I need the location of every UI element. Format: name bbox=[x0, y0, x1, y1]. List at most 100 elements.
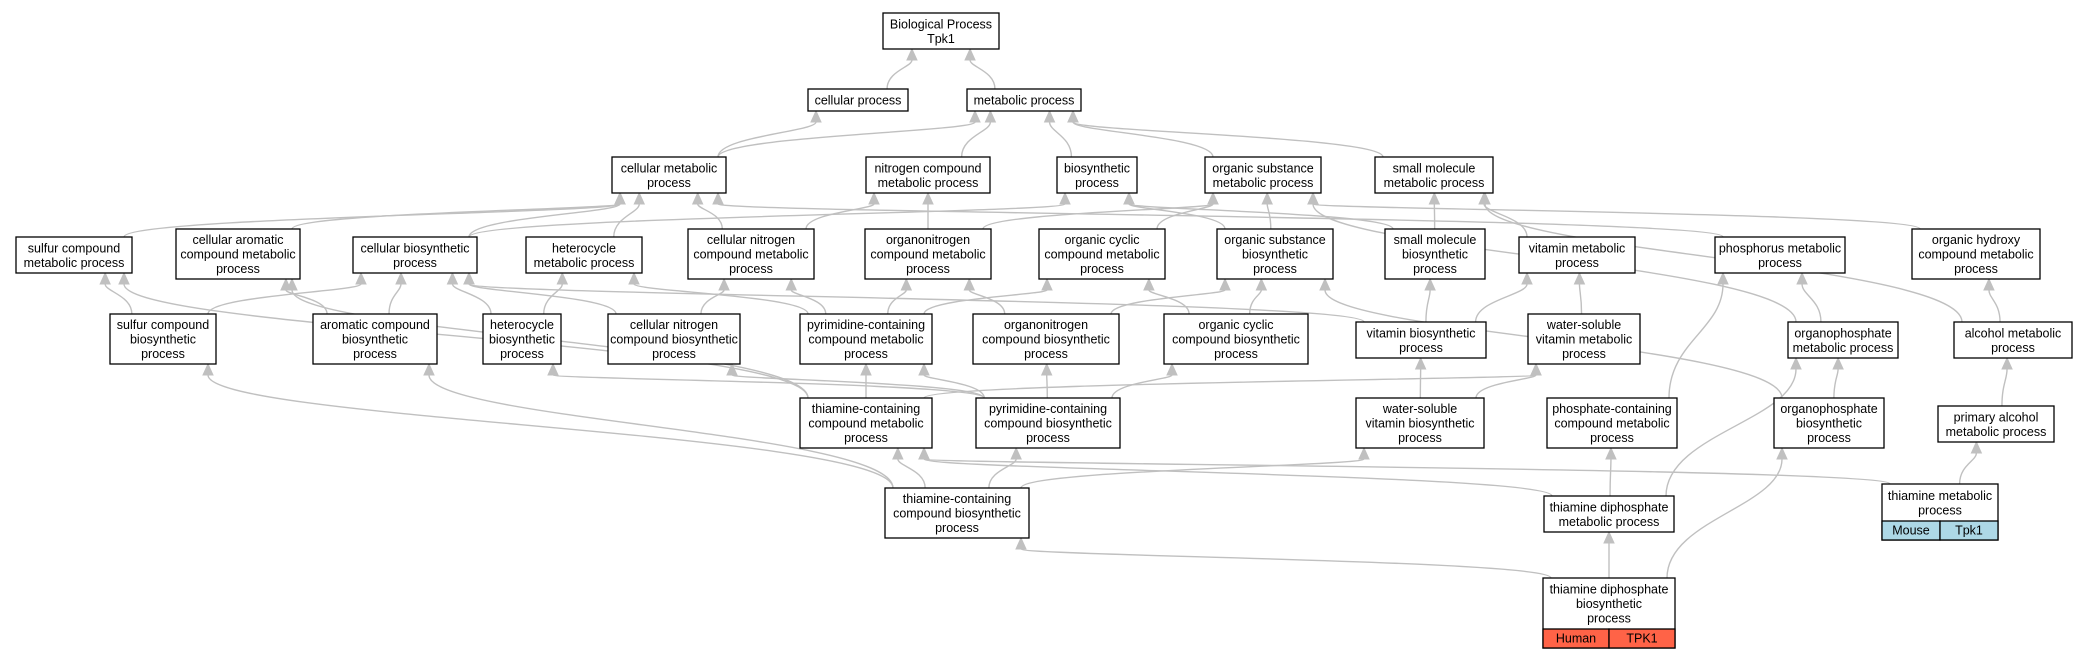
arrowhead bbox=[1261, 191, 1273, 205]
arrowhead bbox=[712, 191, 724, 205]
arrowhead bbox=[423, 362, 435, 376]
edge-aromatic-compound-biosynthetic-to-cellular-aromatic bbox=[280, 277, 328, 315]
node-label: pyrimidine-containing bbox=[989, 402, 1107, 416]
edge-line bbox=[1128, 203, 1394, 230]
edge-line bbox=[1801, 283, 1822, 323]
edge-line bbox=[1111, 374, 1173, 399]
node-cellular-process[interactable]: cellular process bbox=[807, 88, 909, 112]
arrowhead bbox=[1717, 271, 1729, 285]
arrowhead bbox=[963, 277, 976, 291]
edge-pyrimidine-biosynthetic-to-organic-cyclic-biosynthetic bbox=[1111, 362, 1178, 399]
node-label: water-soluble bbox=[1382, 402, 1457, 416]
node-label: organic hydroxy bbox=[1932, 233, 2021, 247]
node-label: organic substance bbox=[1224, 233, 1326, 247]
node-label: process bbox=[1398, 431, 1442, 445]
edge-line bbox=[468, 203, 621, 238]
node-label: process bbox=[647, 176, 691, 190]
node-label: cellular metabolic bbox=[621, 161, 718, 175]
node-label: organophosphate bbox=[1794, 326, 1891, 340]
arrowhead bbox=[860, 362, 872, 376]
node-label: thiamine diphosphate bbox=[1550, 583, 1669, 597]
node-label: cellular nitrogen bbox=[630, 318, 718, 332]
edge-line bbox=[1668, 283, 1724, 399]
edge-line bbox=[123, 283, 809, 399]
edge-cellular-nitrogen-compound-metabolic-to-cellular-metabolic bbox=[691, 191, 723, 230]
edge-organophosphate-metabolic-to-phosphorus-metabolic bbox=[1796, 271, 1822, 323]
arrowhead bbox=[633, 191, 646, 205]
edge-line bbox=[1578, 283, 1583, 315]
edge-thiamine-containing-biosynthetic-to-sulfur-compound-biosynthetic bbox=[202, 362, 894, 489]
node-metabolic-process[interactable]: metabolic process bbox=[966, 88, 1082, 112]
node-label: compound biosynthetic bbox=[1172, 333, 1300, 347]
node-label: process bbox=[1954, 262, 1998, 276]
node-label: vitamin metabolic bbox=[1529, 241, 1626, 255]
node-label: process bbox=[1413, 262, 1457, 276]
edge-line bbox=[1833, 368, 1839, 399]
node-thiamine-diphosphate-biosynthetic[interactable]: thiamine diphosphatebiosyntheticprocessH… bbox=[1542, 577, 1676, 649]
arrowhead bbox=[118, 271, 130, 285]
node-label: compound biosynthetic bbox=[984, 417, 1112, 431]
edge-organic-cyclic-biosynthetic-to-organic-cyclic-metabolic bbox=[1143, 277, 1190, 315]
edge-line bbox=[1156, 203, 1214, 230]
node-label: small molecule bbox=[1393, 161, 1476, 175]
arrowhead bbox=[463, 271, 475, 285]
node-label: Tpk1 bbox=[927, 32, 955, 46]
edge-primary-alcohol-metabolic-to-alcohol-metabolic bbox=[2001, 356, 2013, 407]
arrowhead bbox=[1010, 446, 1022, 460]
node-label: small molecule bbox=[1394, 233, 1477, 247]
node-label: cellular biosynthetic bbox=[360, 241, 469, 255]
node-label: heterocycle bbox=[552, 241, 616, 255]
arrowhead bbox=[964, 47, 976, 61]
arrowhead bbox=[202, 362, 214, 376]
arrowhead bbox=[1255, 277, 1268, 291]
node-label: heterocycle bbox=[490, 318, 554, 332]
edge-thiamine-diphosphate-biosynthetic-to-thiamine-diphosphate-metabolic bbox=[1603, 530, 1615, 578]
node-label: thiamine diphosphate bbox=[1550, 500, 1669, 514]
arrowhead bbox=[1983, 277, 1995, 291]
edge-phosphorus-metabolic-to-cellular-metabolic bbox=[712, 191, 1724, 238]
edge-organic-cyclic-metabolic-to-organic-substance-metabolic bbox=[1156, 191, 1219, 230]
edge-thiamine-metabolic-to-thiamine-containing-metabolic bbox=[918, 446, 1891, 485]
arrowhead bbox=[547, 362, 559, 376]
edge-line bbox=[1312, 203, 1921, 230]
